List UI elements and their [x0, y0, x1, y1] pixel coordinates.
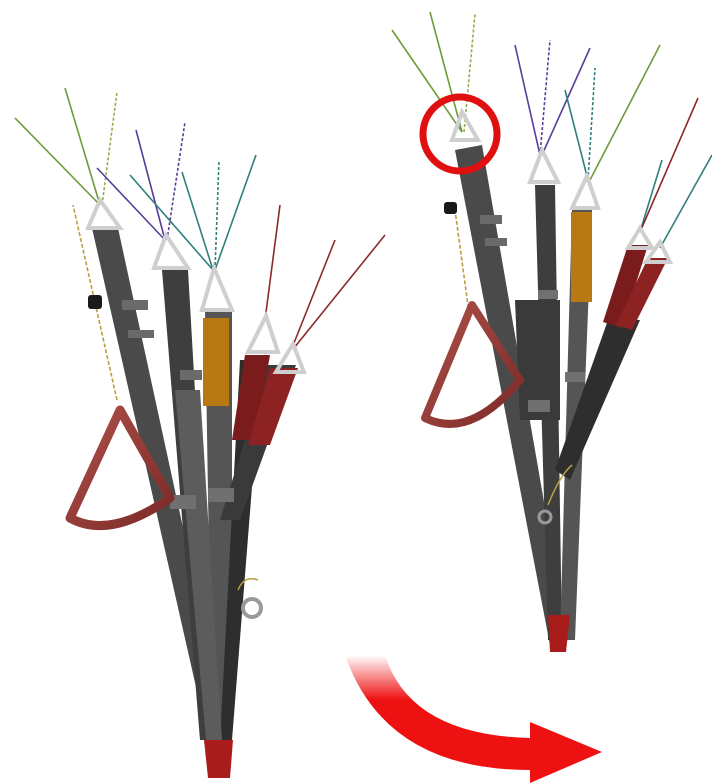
suspension-lines-left — [15, 88, 385, 400]
speed-bar-ring-icon — [243, 599, 261, 617]
webbing-right — [455, 145, 668, 652]
riser-tip-left — [204, 740, 233, 778]
swivel-clip-icon — [444, 202, 457, 214]
riser-set-left — [15, 88, 385, 778]
riser-tip-right — [548, 615, 570, 652]
orange-riser-right — [571, 212, 592, 302]
swivel-clip-icon — [88, 295, 102, 309]
riser-set-right — [392, 12, 712, 652]
webbing-left — [92, 228, 298, 778]
curved-arrow-icon — [345, 655, 602, 783]
orange-riser-left — [203, 318, 229, 406]
